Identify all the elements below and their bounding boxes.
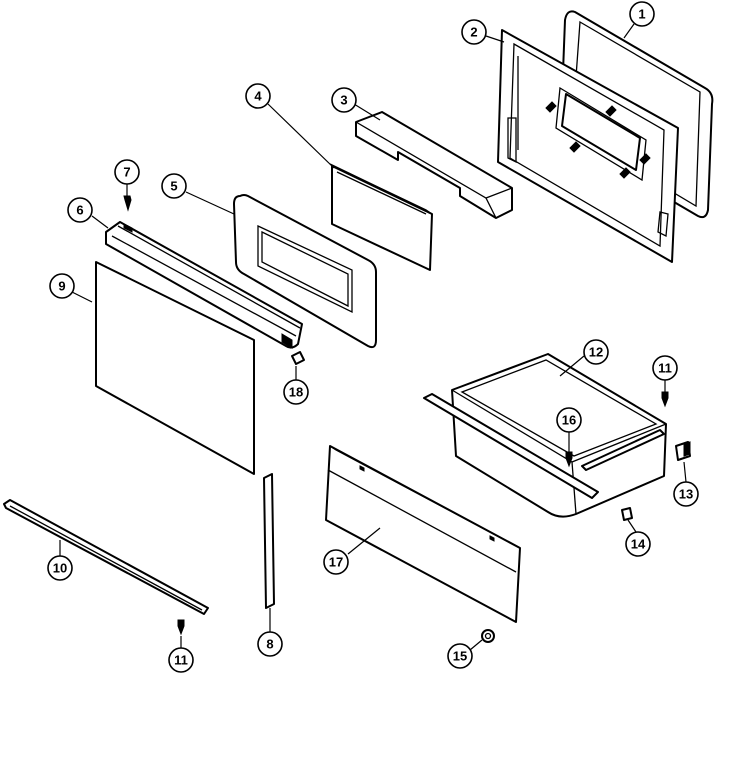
part-4-door-glass bbox=[329, 163, 433, 271]
callout-12: 12 bbox=[583, 339, 609, 365]
callout-14: 14 bbox=[625, 531, 651, 557]
callout-18: 18 bbox=[283, 379, 309, 405]
callout-15: 15 bbox=[447, 643, 473, 669]
callout-13: 13 bbox=[673, 481, 699, 507]
part-5-door-window-frame bbox=[233, 194, 377, 349]
part-10-bottom-rail bbox=[3, 499, 209, 615]
callout-2: 2 bbox=[461, 19, 487, 45]
callout-11-upper: 11 bbox=[652, 355, 678, 381]
callout-18-label: 18 bbox=[289, 385, 303, 400]
callout-13-label: 13 bbox=[679, 487, 693, 502]
callout-6: 6 bbox=[67, 197, 93, 223]
part-12-drawer-body bbox=[423, 353, 667, 518]
callout-9-label: 9 bbox=[58, 279, 65, 294]
callout-17: 17 bbox=[323, 549, 349, 575]
part-3-door-insulation bbox=[355, 111, 513, 219]
part-18-clip bbox=[291, 351, 305, 365]
callout-15-label: 15 bbox=[453, 649, 467, 664]
callout-16-label: 16 bbox=[562, 413, 576, 428]
callout-7-label: 7 bbox=[123, 165, 130, 180]
callout-1: 1 bbox=[629, 1, 655, 27]
part-11-screw-upper bbox=[661, 391, 669, 408]
callout-12-label: 12 bbox=[589, 345, 603, 360]
part-11-screw-lower bbox=[177, 619, 185, 636]
callout-7: 7 bbox=[114, 159, 140, 185]
callout-4-label: 4 bbox=[254, 89, 262, 104]
part-14-clip bbox=[621, 507, 633, 521]
callout-9: 9 bbox=[49, 273, 75, 299]
part-8-side-trim bbox=[263, 473, 275, 609]
leader-lines bbox=[59, 23, 687, 651]
callout-11-upper-label: 11 bbox=[658, 361, 672, 376]
callout-3: 3 bbox=[331, 87, 357, 113]
callout-14-label: 14 bbox=[631, 537, 646, 552]
part-15-nut bbox=[481, 629, 495, 643]
part-17-drawer-front bbox=[325, 445, 521, 623]
part-16-screw bbox=[565, 451, 573, 468]
callout-5-label: 5 bbox=[170, 179, 177, 194]
part-9-outer-door-panel bbox=[95, 261, 255, 475]
callout-3-label: 3 bbox=[340, 93, 347, 108]
part-2-inner-door-liner bbox=[497, 29, 679, 263]
callout-11-lower-label: 11 bbox=[174, 653, 188, 668]
callout-10: 10 bbox=[47, 555, 73, 581]
callout-10-label: 10 bbox=[53, 561, 67, 576]
callout-16: 16 bbox=[556, 407, 582, 433]
callout-11-lower: 11 bbox=[168, 647, 194, 673]
callout-4: 4 bbox=[245, 83, 271, 109]
callout-5: 5 bbox=[161, 173, 187, 199]
part-13-stop-bracket bbox=[675, 441, 691, 461]
callout-6-label: 6 bbox=[76, 203, 83, 218]
callout-8-label: 8 bbox=[266, 637, 273, 652]
callout-1-label: 1 bbox=[638, 7, 645, 22]
callout-2-label: 2 bbox=[470, 25, 477, 40]
callout-8: 8 bbox=[257, 631, 283, 657]
callout-17-label: 17 bbox=[329, 555, 343, 570]
part-6-door-handle bbox=[105, 221, 303, 349]
part-7-screw bbox=[123, 195, 132, 212]
